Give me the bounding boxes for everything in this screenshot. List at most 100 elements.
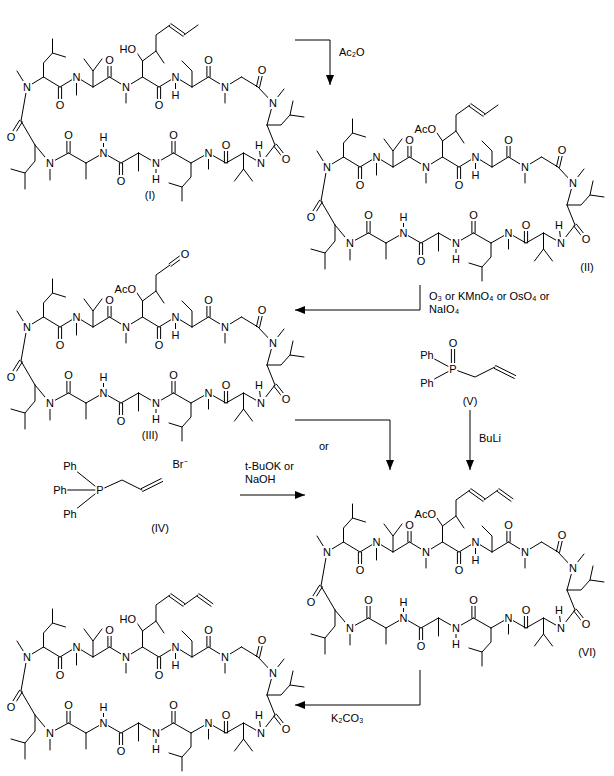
atom-label: O <box>203 54 214 66</box>
bond-line <box>93 317 110 327</box>
bond-line <box>567 195 604 205</box>
atom-label: N <box>256 397 266 409</box>
atom-label: N <box>151 397 161 409</box>
bond-line <box>182 61 192 87</box>
atom-label: H <box>171 659 181 671</box>
atom-label: N <box>22 321 32 333</box>
bond-line <box>474 618 492 628</box>
bond-line <box>243 153 244 169</box>
bond-line <box>543 618 544 634</box>
bond-line <box>421 618 439 628</box>
atom-label: N <box>399 227 409 239</box>
atom-label: N <box>99 147 109 159</box>
bond-line <box>174 723 192 733</box>
bond-line <box>369 233 387 243</box>
bond-line <box>386 628 387 644</box>
bond-line <box>438 618 439 636</box>
molecule-structure: PhOPPh(V) <box>415 335 525 410</box>
reagent-label: BuLi <box>478 432 502 445</box>
compound-number: (VI) <box>577 646 597 658</box>
atom-label: O <box>557 144 568 156</box>
atom-label: O <box>63 699 74 711</box>
atom-label: O <box>63 369 74 381</box>
bond-line <box>492 157 509 167</box>
bond-line <box>52 609 53 623</box>
bond-line <box>469 243 491 267</box>
molecule-structure: NONONHOONHONONONHONONHONHONO <box>5 575 295 775</box>
atom-label: N <box>372 536 382 548</box>
bond-line <box>84 59 102 71</box>
reagent-label: Ac₂O <box>338 46 366 59</box>
bond-line <box>192 77 209 87</box>
atom-label: O <box>281 393 292 405</box>
atom-label: O <box>404 134 415 146</box>
bond-line <box>86 403 87 419</box>
atom-label: O <box>154 669 165 681</box>
atom-label: O <box>221 139 232 151</box>
atom-label: O <box>116 745 127 757</box>
atom-label: N <box>45 397 55 409</box>
atom-label: N <box>204 717 214 729</box>
atom-label: O <box>448 337 459 349</box>
atom-label: N <box>471 536 481 548</box>
bond-line <box>290 341 293 355</box>
bond-line <box>44 53 66 77</box>
bond-line <box>121 723 139 733</box>
atom-label: O <box>521 604 532 616</box>
atom-label: N <box>220 81 230 93</box>
reagent-label: K₂CO₃ <box>330 712 365 725</box>
bond-line <box>44 293 66 317</box>
reaction-arrow <box>295 670 420 705</box>
bond-line <box>182 187 183 201</box>
atom-label: H <box>151 743 161 755</box>
bond-line <box>484 490 498 500</box>
atom-label: HO <box>119 613 138 625</box>
bond-line <box>93 641 94 657</box>
atom-label: O <box>154 99 165 111</box>
atom-label: N <box>504 612 514 624</box>
atom-label: O <box>557 529 568 541</box>
atom-label: N <box>451 622 461 634</box>
atom-label: H <box>171 89 181 101</box>
bond-line <box>242 77 259 87</box>
bond-line <box>169 163 191 187</box>
bond-line <box>69 723 87 733</box>
bond-line <box>474 233 492 243</box>
bond-line <box>156 291 164 303</box>
bond-line <box>242 317 259 327</box>
atom-label: O <box>503 519 514 531</box>
bond-line <box>174 393 192 403</box>
reaction-arrow <box>295 420 390 470</box>
atom-label: O <box>416 255 427 267</box>
atom-label: O <box>6 371 17 383</box>
bond-line <box>393 157 410 167</box>
bond-line <box>21 121 35 145</box>
atom-label: N <box>520 161 530 173</box>
atom-label: O <box>581 233 592 245</box>
atom-label: H <box>151 173 161 185</box>
atom-label: H <box>254 139 264 151</box>
atom-label: Ph <box>62 508 77 520</box>
bond-line <box>590 566 593 580</box>
atom-label: O <box>104 294 115 306</box>
bond-line <box>235 409 253 421</box>
atom-label: H <box>151 413 161 425</box>
bond-line <box>542 157 559 167</box>
atom-label: O <box>363 594 374 606</box>
atom-label: N <box>556 237 566 249</box>
atom-label: N <box>121 651 131 663</box>
bond-line <box>438 233 439 251</box>
bond-line <box>526 233 544 243</box>
atom-label: O <box>416 640 427 652</box>
atom-label: N <box>72 311 82 323</box>
atom-label: O <box>257 64 268 76</box>
atom-label: O <box>281 723 292 735</box>
bond-line <box>86 163 87 179</box>
atom-label: N <box>568 562 578 574</box>
bond-line <box>567 590 575 610</box>
bond-line <box>137 293 143 301</box>
atom-label: N <box>151 157 161 169</box>
bond-line <box>352 119 353 133</box>
bond-line <box>325 253 326 269</box>
